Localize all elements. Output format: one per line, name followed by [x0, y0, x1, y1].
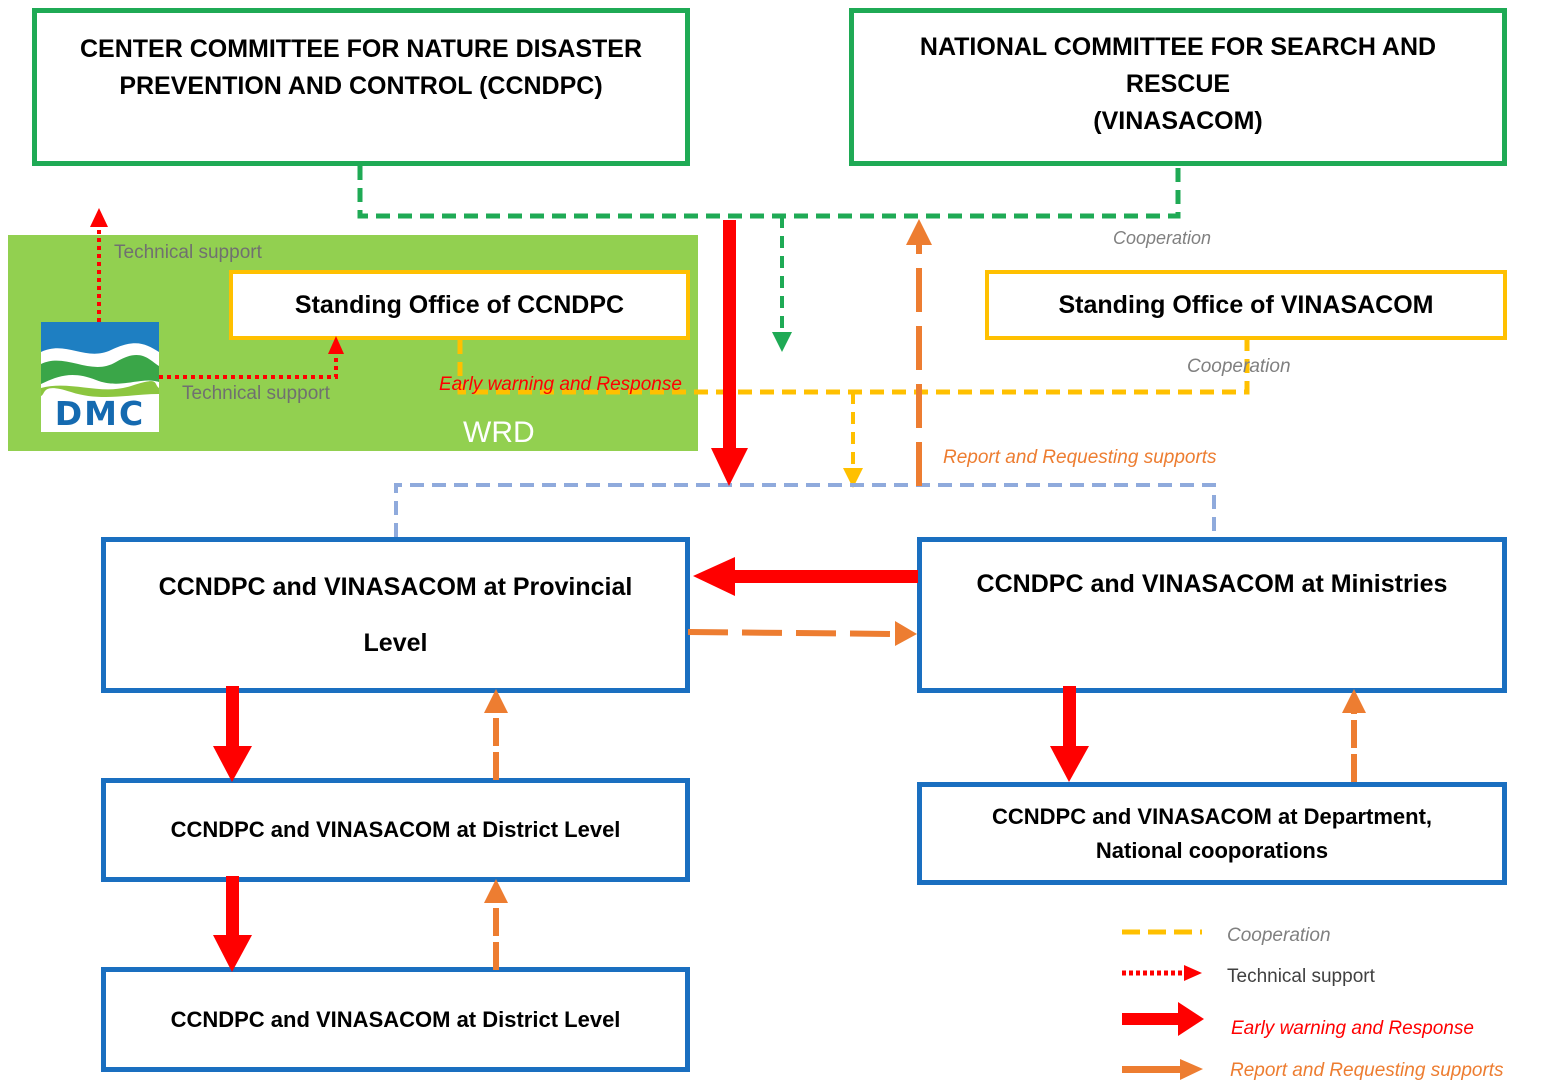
- standing-office-vinasacom: Standing Office of VINASACOM: [985, 270, 1507, 340]
- legend-technical-swatch: [1122, 965, 1202, 981]
- district-to-district-arrow: [213, 876, 252, 972]
- district-box-2: CCNDPC and VINASACOM at District Level: [101, 967, 690, 1072]
- ministries-to-department-arrow: [1050, 686, 1089, 782]
- legend-technical-label: Technical support: [1227, 966, 1375, 987]
- district-to-provincial-arrow: [484, 689, 508, 780]
- department-box: CCNDPC and VINASACOM at Department, Nati…: [917, 782, 1507, 885]
- department-to-ministries-arrow: [1342, 689, 1366, 782]
- cooperation-top-label: Cooperation: [1113, 228, 1212, 248]
- legend-early-warning-label: Early warning and Response: [1231, 1018, 1474, 1039]
- cooperation-mid-label: Cooperation: [1187, 356, 1291, 377]
- dmc-technical-support-up-arrow: [90, 208, 108, 322]
- technical-support-side-label: Technical support: [182, 383, 330, 404]
- ccndpc-box: CENTER COMMITTEE FOR NATURE DISASTER PRE…: [32, 8, 690, 166]
- legend-report-swatch: [1122, 1059, 1203, 1080]
- district-box-1: CCNDPC and VINASACOM at District Level: [101, 778, 690, 882]
- committee-cooperation-line: [357, 166, 1181, 219]
- district-1-title: CCNDPC and VINASACOM at District Level: [170, 817, 621, 842]
- district-2-to-district-1-arrow: [484, 879, 508, 970]
- standing-office-ccndpc-label: Standing Office of CCNDPC: [294, 290, 625, 319]
- standing-office-vinasacom-label: Standing Office of VINASACOM: [1058, 290, 1434, 319]
- dmc-technical-support-side-arrow: [159, 336, 344, 379]
- wrd-label: WRD: [463, 416, 535, 449]
- department-title: CCNDPC and VINASACOM at Department,: [991, 803, 1433, 829]
- dmc-logo-text: DMC: [54, 394, 146, 432]
- ministries-to-provincial-arrow: [693, 557, 918, 596]
- provincial-title: CCNDPC and VINASACOM at Provincial: [158, 573, 633, 601]
- early-warning-label: Early warning and Response: [439, 374, 682, 395]
- legend-report-label: Report and Requesting supports: [1230, 1060, 1504, 1081]
- ministries-box: CCNDPC and VINASACOM at Ministries: [917, 537, 1507, 693]
- report-label: Report and Requesting supports: [943, 447, 1217, 468]
- ministries-title: CCNDPC and VINASACOM at Ministries: [976, 570, 1448, 598]
- levels-connector-line: [394, 483, 1216, 537]
- provincial-to-ministries-arrow: [687, 621, 917, 646]
- vinasacom-box: NATIONAL COMMITTEE FOR SEARCH AND RESCUE…: [849, 8, 1507, 166]
- vinasacom-abbrev: (VINASACOM): [1093, 107, 1263, 135]
- vinasacom-title: NATIONAL COMMITTEE FOR SEARCH AND RESCUE: [919, 33, 1437, 98]
- early-warning-main-arrow: [711, 220, 748, 486]
- legend-early-warning-swatch: [1122, 1002, 1204, 1036]
- legend-cooperation-label: Cooperation: [1227, 925, 1331, 946]
- dmc-logo: DMC: [41, 322, 159, 432]
- district-2-title: CCNDPC and VINASACOM at District Level: [170, 1006, 621, 1032]
- provincial-level: Level: [363, 629, 428, 657]
- standing-office-ccndpc: Standing Office of CCNDPC: [229, 270, 690, 340]
- report-main-arrow: [906, 219, 932, 486]
- provincial-box: CCNDPC and VINASACOM at Provincial Level: [101, 537, 690, 693]
- ccndpc-title: CENTER COMMITTEE FOR NATURE DISASTER PRE…: [79, 35, 643, 100]
- department-subtitle: National cooporations: [1095, 837, 1329, 863]
- technical-support-top-label: Technical support: [114, 242, 262, 263]
- dmc-logo-graphic: [41, 322, 159, 432]
- provincial-to-district-arrow: [213, 686, 252, 782]
